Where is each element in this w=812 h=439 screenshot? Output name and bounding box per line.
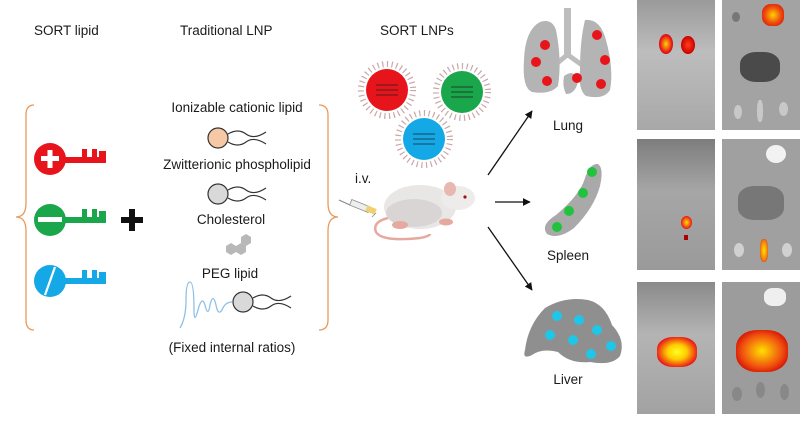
arrow-to-lung xyxy=(487,110,533,176)
nanoparticle-green xyxy=(433,63,491,121)
arrow-to-liver xyxy=(487,226,533,291)
key-icon-neutral xyxy=(34,265,106,297)
liver-icon xyxy=(524,299,622,364)
imaging-whole-body-spleen xyxy=(637,139,715,270)
sort-lnps-header: SORT LNPs xyxy=(380,23,454,38)
imaging-ex-vivo-liver xyxy=(722,282,800,414)
route-label: i.v. xyxy=(355,171,372,186)
spleen-icon xyxy=(544,163,602,236)
nanoparticle-red xyxy=(358,61,416,119)
traditional-lnp-header: Traditional LNP xyxy=(180,23,273,38)
phospholipid-icon xyxy=(207,183,267,205)
right-brace xyxy=(318,104,339,331)
key-icon-negative xyxy=(34,204,106,236)
cholesterol-icon xyxy=(226,234,251,255)
peg-lipid-icon xyxy=(179,281,292,329)
cholesterol-label: Cholesterol xyxy=(196,212,266,227)
key-icon-positive xyxy=(34,143,106,175)
imaging-whole-body-lung xyxy=(637,0,715,130)
mouse-icon xyxy=(374,182,475,241)
organ-label-spleen: Spleen xyxy=(546,248,590,263)
syringe-icon xyxy=(338,198,377,218)
plus-icon xyxy=(121,209,143,231)
nanoparticle-blue xyxy=(395,110,453,168)
lung-icon xyxy=(523,8,612,98)
sort-lipid-header: SORT lipid xyxy=(34,23,99,38)
imaging-ex-vivo-spleen xyxy=(722,139,800,270)
ratios-note: (Fixed internal ratios) xyxy=(168,340,296,355)
imaging-whole-body-liver xyxy=(637,282,715,414)
imaging-ex-vivo-lung xyxy=(722,0,800,130)
ionizable-lipid-icon xyxy=(207,127,267,149)
organ-label-liver: Liver xyxy=(553,372,583,387)
left-brace xyxy=(15,104,35,331)
ionizable-lipid-label: Ionizable cationic lipid xyxy=(171,100,303,115)
peg-lipid-label: PEG lipid xyxy=(201,266,259,281)
organ-label-lung: Lung xyxy=(552,118,584,133)
phospholipid-label: Zwitterionic phospholipid xyxy=(163,157,311,172)
